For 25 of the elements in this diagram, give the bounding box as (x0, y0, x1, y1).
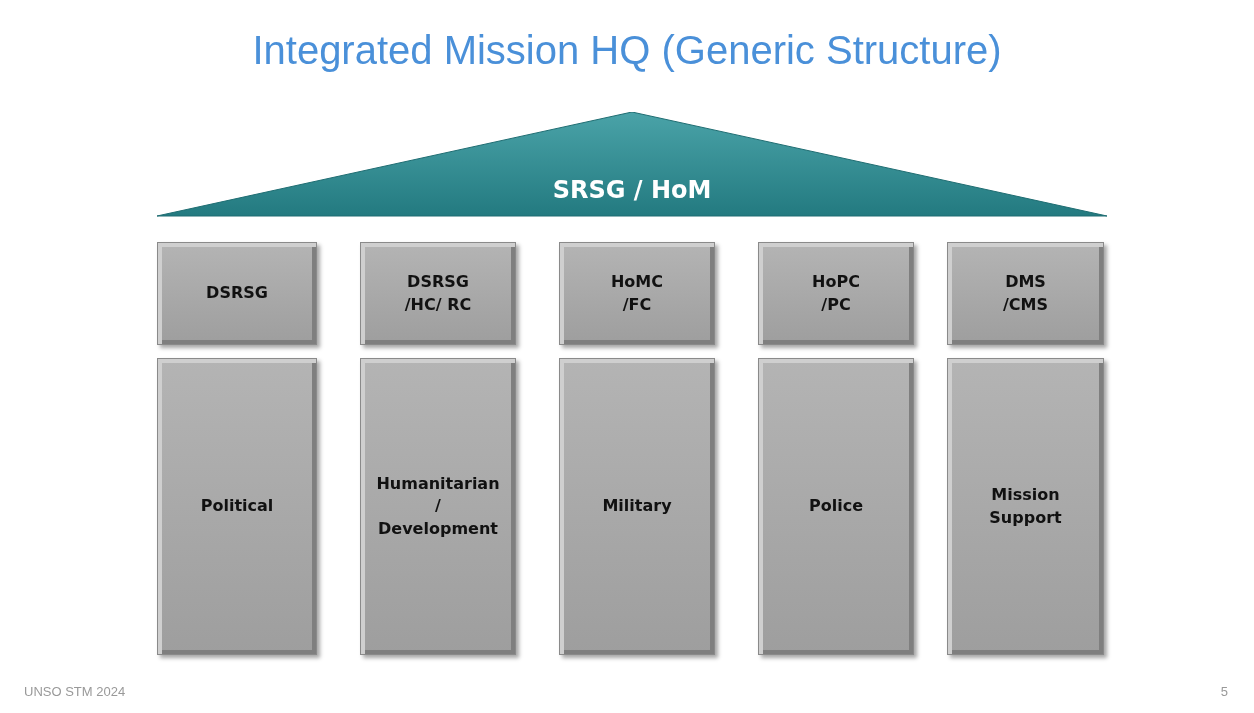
pillar-label: Humanitarian / Development (375, 472, 501, 540)
pillar-block (947, 358, 1104, 655)
pillar-block (157, 358, 317, 655)
pillar-block (758, 358, 914, 655)
page-number: 5 (1220, 684, 1228, 699)
role-block (947, 242, 1104, 345)
slide-title: Integrated Mission HQ (Generic Structure) (251, 28, 1003, 73)
role-label: HoMC /FC (609, 271, 664, 316)
role-label: HoPC /PC (811, 271, 861, 316)
role-label: DSRSG (206, 282, 268, 305)
pillar-block (559, 358, 715, 655)
pillar-block (360, 358, 516, 655)
pillar-label: Military (602, 495, 672, 518)
pillar-label: Mission Support (988, 484, 1063, 529)
footer-text: UNSO STM 2024 (24, 684, 126, 699)
pillar-label: Political (200, 495, 274, 518)
roof-label: SRSG / HoM (552, 175, 712, 207)
role-block (360, 242, 516, 345)
role-label: DSRSG /HC/ RC (403, 271, 473, 316)
pillar-label: Police (809, 495, 863, 518)
roof-triangle (157, 112, 1107, 220)
role-block (758, 242, 914, 345)
role-label: DMS /CMS (1002, 271, 1049, 316)
role-block (157, 242, 317, 345)
role-block (559, 242, 715, 345)
